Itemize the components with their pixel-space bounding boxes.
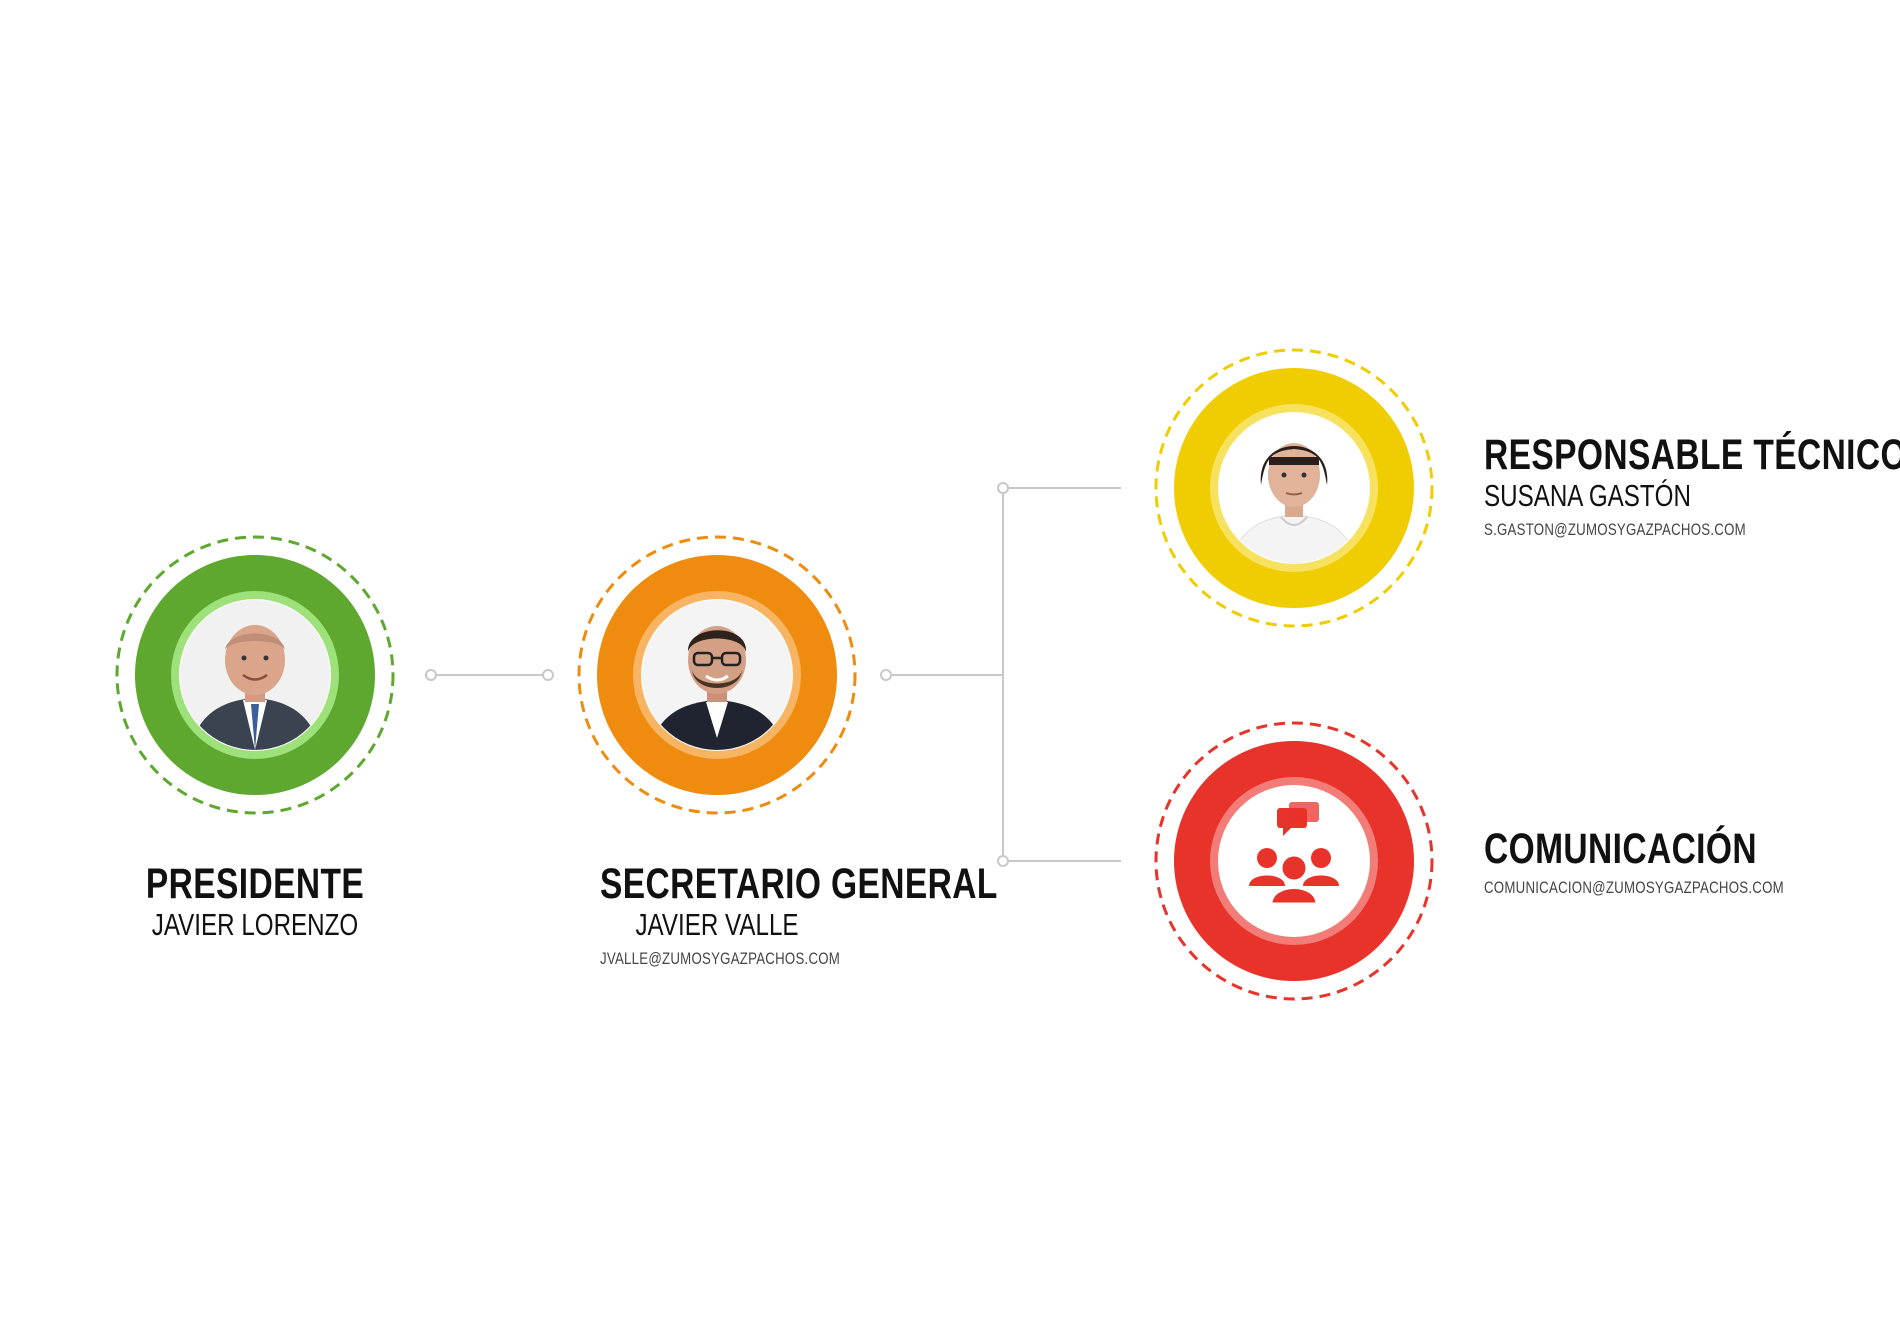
role-presidente: PRESIDENTE [145,860,365,908]
label-secretario: SECRETARIO GENERAL JAVIER VALLE JVALLE@Z… [600,860,998,971]
role-secretario: SECRETARIO GENERAL [600,860,998,908]
node-secretario [572,530,862,820]
name-secretario: JAVIER VALLE [635,907,799,942]
label-comunicacion: COMUNICACIÓN COMUNICACION@ZUMOSYGAZPACHO… [1484,826,1784,900]
node-tecnico [1149,343,1439,633]
label-presidente: PRESIDENTE JAVIER LORENZO [138,861,372,943]
email-comunicacion[interactable]: COMUNICACION@ZUMOSYGAZPACHOS.COM [1484,878,1784,897]
label-tecnico: RESPONSABLE TÉCNICO SUSANA GASTÓN S.GAST… [1484,432,1900,542]
email-tecnico[interactable]: S.GASTON@ZUMOSYGAZPACHOS.COM [1484,520,1746,539]
role-comunicacion: COMUNICACIÓN [1484,825,1757,873]
person-photo-icon [642,600,792,750]
team-chat-icon [1249,802,1339,906]
person-photo-icon [1219,413,1369,563]
email-secretario[interactable]: JVALLE@ZUMOSYGAZPACHOS.COM [600,949,841,968]
node-presidente [110,530,400,820]
avatar-secretario [642,600,792,750]
avatar-comunicacion [1219,786,1369,936]
person-photo-icon [180,600,330,750]
avatar-tecnico [1219,413,1369,563]
name-presidente: JAVIER LORENZO [151,907,359,942]
role-tecnico: RESPONSABLE TÉCNICO [1484,431,1900,479]
name-tecnico: SUSANA GASTÓN [1484,478,1691,513]
connector-dot [542,669,554,681]
node-comunicacion [1149,716,1439,1006]
connector-dot [997,855,1009,867]
connector-dot [880,669,892,681]
connector-dot [425,669,437,681]
avatar-presidente [180,600,330,750]
connector-dot [997,482,1009,494]
